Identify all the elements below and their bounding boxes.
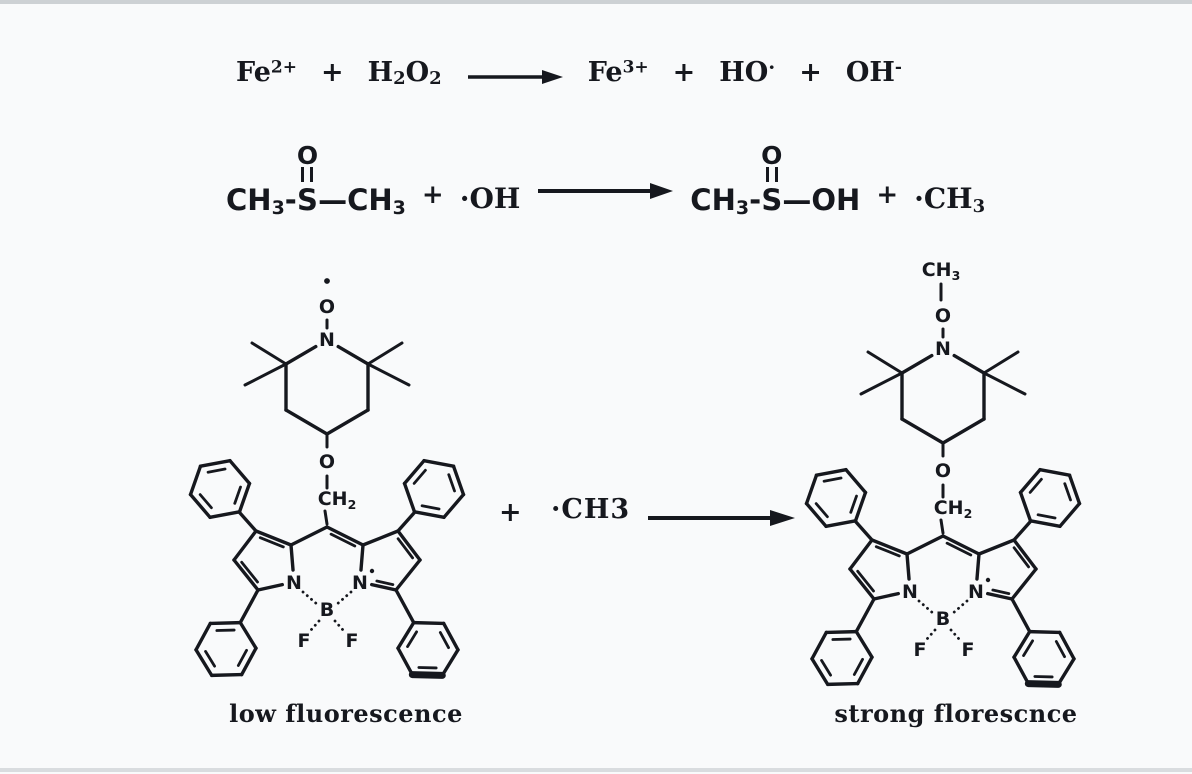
plus-sign: + bbox=[499, 497, 522, 528]
svg-text:O: O bbox=[935, 460, 951, 482]
svg-text:F: F bbox=[914, 639, 927, 661]
fe3-base: Fe bbox=[587, 57, 623, 88]
single-bond: — bbox=[782, 183, 812, 217]
frame-bottom-strip bbox=[0, 768, 1192, 772]
svg-text:N: N bbox=[935, 338, 951, 360]
svg-text:CH2: CH2 bbox=[318, 488, 357, 512]
dmso-ch-left: CH bbox=[226, 183, 272, 217]
radical-dot: · bbox=[768, 55, 776, 79]
plus-sign: + bbox=[672, 57, 696, 88]
plus-sign: + bbox=[320, 57, 344, 88]
reaction-arrow-icon bbox=[648, 510, 795, 526]
species-hydroxyl-radical: HO· bbox=[719, 57, 775, 88]
single-bond: — bbox=[318, 183, 348, 217]
svg-text:O: O bbox=[319, 451, 335, 473]
reaction-arrow-icon bbox=[467, 69, 563, 84]
species-fe2plus: Fe2+ bbox=[236, 57, 297, 88]
svg-text:O: O bbox=[935, 305, 951, 327]
h2o2-o-sub: 2 bbox=[429, 68, 442, 90]
oh-base: OH bbox=[845, 57, 895, 88]
fenton-equation: Fe2+ + H2O2 Fe3+ + HO· + OH- bbox=[236, 57, 902, 88]
fe2-charge: 2+ bbox=[270, 57, 297, 78]
methyl-radical: ·CH3 bbox=[551, 494, 631, 525]
hydroxyl-radical: ·OH bbox=[459, 182, 521, 215]
double-bond-icon bbox=[765, 167, 778, 182]
species-h2o2: H2O2 bbox=[368, 57, 442, 88]
svg-text:CH2: CH2 bbox=[934, 497, 973, 521]
svg-text:N: N bbox=[352, 572, 368, 594]
dmso-ch-right-sub: 3 bbox=[392, 197, 406, 220]
svg-text:F: F bbox=[298, 630, 311, 652]
svg-text:F: F bbox=[962, 639, 975, 661]
svg-text:O: O bbox=[319, 296, 335, 318]
species-fe3plus: Fe3+ bbox=[588, 57, 649, 88]
radical-dot: · bbox=[914, 182, 924, 215]
h2o2-h-sub: 2 bbox=[393, 68, 406, 90]
reaction-arrow-icon bbox=[538, 183, 674, 199]
sulfoxide-oxygen: O bbox=[296, 141, 319, 170]
h2o2-o: O bbox=[405, 57, 430, 88]
plus-sign: + bbox=[799, 57, 822, 88]
double-bond-icon bbox=[301, 167, 314, 182]
msa-ch-sub: 3 bbox=[735, 197, 750, 220]
fe3-charge: 3+ bbox=[622, 57, 649, 78]
svg-text:N: N bbox=[319, 329, 335, 351]
methyl-sub: 3 bbox=[972, 195, 986, 217]
msa-ch: CH bbox=[690, 183, 736, 217]
methyl-base: CH bbox=[923, 182, 973, 215]
oh-charge: - bbox=[894, 57, 902, 78]
svg-text:N: N bbox=[968, 581, 984, 603]
svg-text:B: B bbox=[320, 599, 334, 621]
frame-top-strip bbox=[0, 0, 1192, 4]
methyl-radical: ·CH3 bbox=[914, 182, 985, 216]
ho-base: HO bbox=[719, 57, 769, 88]
sulfur-atom: S bbox=[761, 183, 783, 217]
species-hydroxide: OH- bbox=[846, 57, 902, 88]
single-bond: - bbox=[284, 183, 297, 217]
single-bond: - bbox=[749, 183, 762, 217]
dmso-ch-right: CH bbox=[347, 183, 393, 217]
msa-oh: OH bbox=[811, 183, 861, 217]
svg-text:N: N bbox=[286, 572, 302, 594]
plus-sign: + bbox=[421, 180, 444, 210]
svg-text:N: N bbox=[902, 581, 918, 603]
svg-text:B: B bbox=[936, 608, 950, 630]
h2o2-h: H bbox=[367, 57, 394, 88]
svg-text:F: F bbox=[346, 630, 359, 652]
sulfoxide-oxygen: O bbox=[761, 141, 783, 170]
sulfur-atom: S bbox=[297, 183, 318, 217]
fe2-base: Fe bbox=[236, 57, 271, 88]
caption-low-fluorescence: low fluorescence bbox=[229, 699, 463, 728]
svg-text:CH3: CH3 bbox=[922, 259, 961, 283]
caption-strong-fluorescence: strong florescnce bbox=[834, 699, 1078, 728]
dmso-ch-left-sub: 3 bbox=[271, 197, 285, 220]
plus-sign: + bbox=[876, 180, 899, 210]
